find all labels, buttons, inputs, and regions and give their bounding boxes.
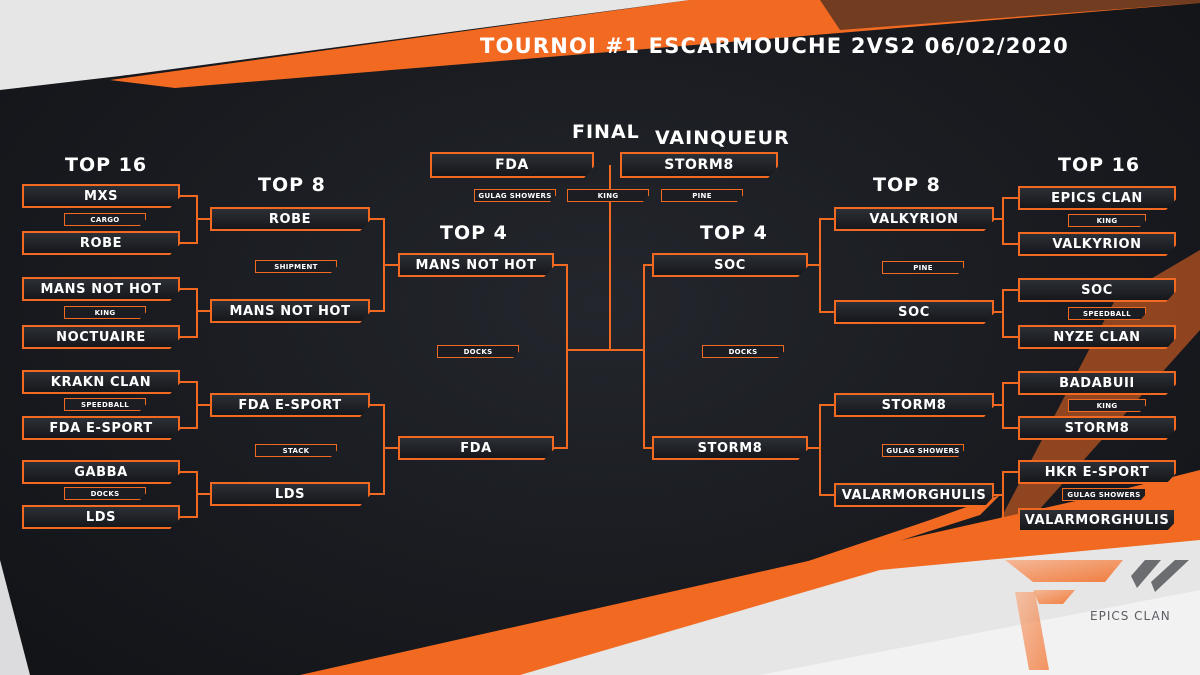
team-slot: FDA — [398, 436, 554, 460]
team-slot: STORM8 — [834, 393, 994, 417]
map-label: DOCKS — [437, 345, 519, 358]
top-left-grey-shape — [0, 0, 690, 90]
map-label: SPEEDBALL — [1068, 307, 1146, 320]
round-label-top8-right: TOP 8 — [873, 174, 941, 196]
team-slot: STORM8 — [1018, 416, 1176, 440]
team-slot: ROBE — [210, 207, 370, 231]
bottom-right-light — [760, 590, 1200, 675]
map-label: SHIPMENT — [255, 260, 337, 273]
map-label: PINE — [661, 189, 743, 202]
map-label: PINE — [882, 261, 964, 274]
team-slot: KRAKN CLAN — [22, 370, 180, 394]
logo-text: EPICS CLAN — [1090, 609, 1171, 623]
team-slot: NOCTUAIRE — [22, 325, 180, 349]
map-label: KING — [567, 189, 649, 202]
map-label: CARGO — [64, 213, 146, 226]
team-slot: MANS NOT HOT — [398, 253, 554, 277]
epics-clan-logo — [1005, 560, 1189, 670]
team-slot: MXS — [22, 184, 180, 208]
round-label-final: FINAL — [572, 121, 640, 143]
team-slot: ROBE — [22, 231, 180, 255]
team-slot: BADABUII — [1018, 371, 1176, 395]
round-label-top4-right: TOP 4 — [700, 222, 768, 244]
round-label-top16-left: TOP 16 — [65, 154, 148, 176]
team-slot: VALARMORGHULIS — [834, 483, 994, 507]
team-slot: SOC — [652, 253, 808, 277]
team-slot: LDS — [22, 505, 180, 529]
map-label: DOCKS — [64, 487, 146, 500]
map-label: SPEEDBALL — [64, 398, 146, 411]
team-slot: VALARMORGHULIS — [1018, 508, 1176, 532]
team-slot: NYZE CLAN — [1018, 325, 1176, 349]
map-label: GULAG SHOWERS — [1062, 488, 1146, 501]
map-label: DOCKS — [702, 345, 784, 358]
map-label: KING — [64, 306, 146, 319]
team-slot: VALKYRION — [1018, 232, 1176, 256]
round-label-top16-right: TOP 16 — [1058, 154, 1141, 176]
team-slot: SOC — [1018, 278, 1176, 302]
round-label-top4-left: TOP 4 — [440, 222, 508, 244]
team-slot: GABBA — [22, 460, 180, 484]
map-label: GULAG SHOWERS — [882, 444, 964, 457]
map-label: STACK — [255, 444, 337, 457]
top-dark-band — [820, 0, 1200, 30]
map-label: KING — [1068, 214, 1146, 227]
team-slot: STORM8 — [652, 436, 808, 460]
winner-team: STORM8 — [620, 152, 778, 178]
final-team-left: FDA — [430, 152, 594, 178]
tournament-title: TOURNOI #1 ESCARMOUCHE 2VS2 06/02/2020 — [480, 34, 1069, 58]
team-slot: SOC — [834, 300, 994, 324]
map-label: KING — [1068, 399, 1146, 412]
map-label: GULAG SHOWERS — [474, 189, 556, 202]
team-slot: FDA E-SPORT — [22, 416, 180, 440]
team-slot: FDA E-SPORT — [210, 393, 370, 417]
team-slot: MANS NOT HOT — [210, 299, 370, 323]
team-slot: MANS NOT HOT — [22, 277, 180, 301]
round-label-winner: VAINQUEUR — [655, 127, 790, 149]
left-grey-edge — [0, 560, 30, 675]
team-slot: VALKYRION — [834, 207, 994, 231]
team-slot: HKR E-SPORT — [1018, 460, 1176, 484]
team-slot: EPICS CLAN — [1018, 186, 1176, 210]
team-slot: LDS — [210, 482, 370, 506]
round-label-top8-left: TOP 8 — [258, 174, 326, 196]
